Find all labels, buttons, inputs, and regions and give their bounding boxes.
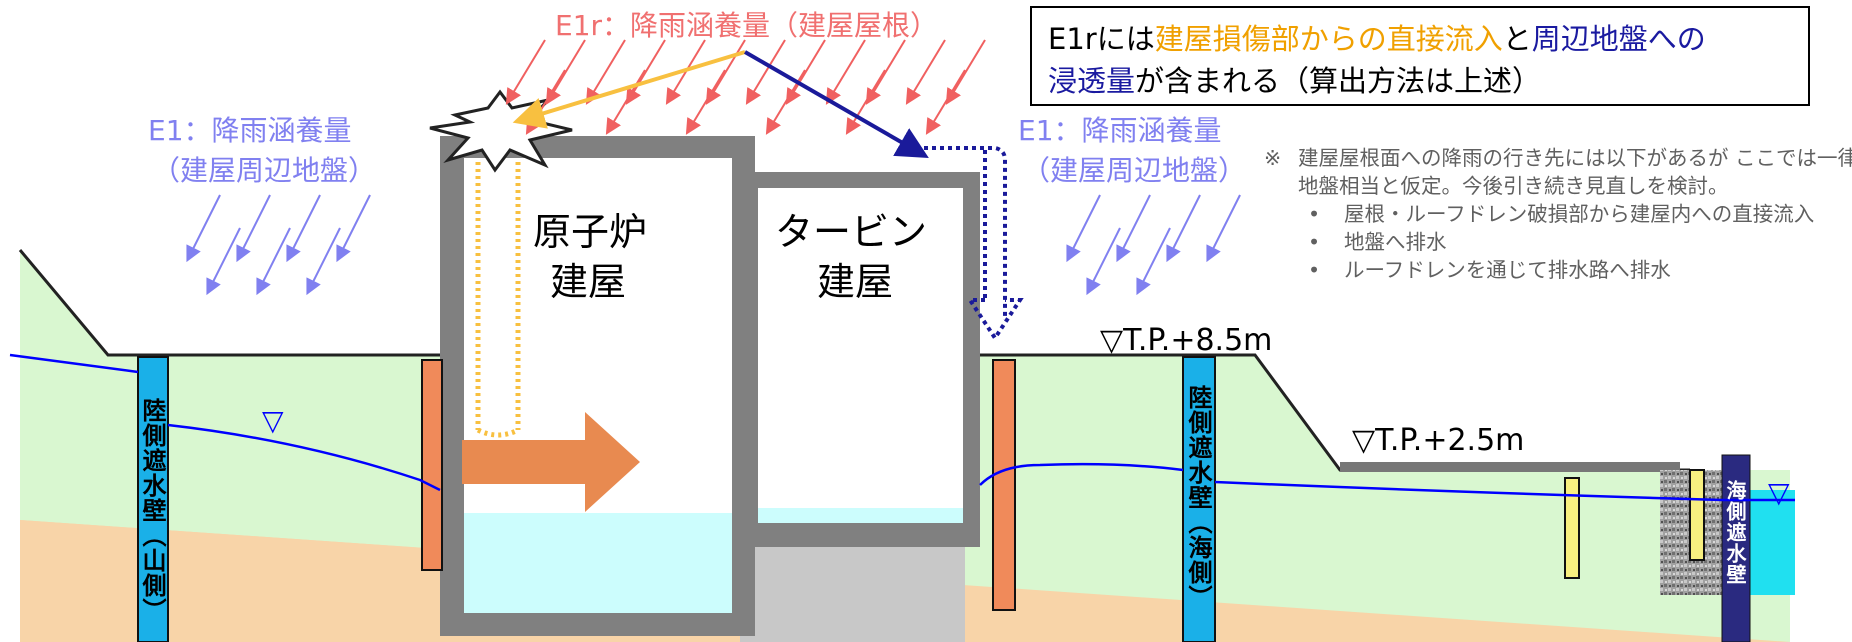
- note-part5: 浸透量: [1048, 64, 1136, 98]
- pile-right: [992, 359, 1016, 611]
- pile-small-1: [1564, 477, 1580, 579]
- seepage-dotted-lines: [475, 162, 521, 438]
- note-part1: E1rには: [1048, 22, 1155, 56]
- arrow-to-ground: [744, 50, 929, 158]
- notes-item: 屋根・ルーフドレン破損部から建屋内への直接流入: [1308, 200, 1852, 228]
- footnotes: ※ 建屋屋根面への降雨の行き先には以下があるが ここでは一律地盤相当と仮定。今後…: [1264, 144, 1852, 284]
- roof-drain-route: [900, 146, 1007, 320]
- pile-small-2: [1689, 469, 1705, 561]
- notes-intro: 建屋屋根面への降雨の行き先には以下があるが ここでは一律地盤相当と仮定。今後引き…: [1298, 146, 1852, 198]
- reactor-water: [464, 513, 732, 613]
- tp-low-label: ▽T.P.+2.5m: [1352, 423, 1524, 458]
- water-mark-left: ▽: [262, 404, 284, 437]
- turbine-label-1: タービン: [775, 210, 927, 254]
- wall-seaside: [1721, 454, 1751, 642]
- sea-water: [1750, 490, 1795, 595]
- note-part3: と: [1502, 22, 1532, 56]
- foundation-gray: [740, 545, 965, 642]
- notes-item: 地盤へ排水: [1308, 228, 1852, 256]
- e1-left-line2: （建屋周辺地盤）: [152, 154, 376, 187]
- notes-list: 屋根・ルーフドレン破損部から建屋内への直接流入 地盤へ排水 ルーフドレンを通じて…: [1298, 200, 1852, 284]
- walls-and-piles: [137, 356, 1795, 642]
- turbine-building: [740, 172, 980, 547]
- turbine-label-2: 建屋: [817, 260, 893, 304]
- pile-left: [421, 359, 443, 571]
- wall-sea-label: 陸側遮水壁（海側）: [1184, 385, 1212, 610]
- wall-sea-side: [1182, 356, 1216, 642]
- groundwater-line: [9, 353, 1795, 502]
- reactor-building: [440, 136, 755, 636]
- note-mark: ※: [1264, 146, 1282, 170]
- rain-arrows-left: [186, 194, 371, 296]
- note-box: E1rには建屋損傷部からの直接流入と周辺地盤への浸透量が含まれる（算出方法は上述…: [1030, 6, 1810, 106]
- note-part6: が含まれる（算出方法は上述）: [1135, 64, 1542, 98]
- down-arrow-icon: [966, 298, 1024, 342]
- e1-right-line2: （建屋周辺地盤）: [1022, 154, 1246, 187]
- arrow-to-damage: [512, 50, 746, 129]
- water-mark-right: ▽: [1768, 476, 1790, 509]
- e1-left-line1: E1：降雨涵養量: [148, 114, 352, 147]
- inflow-arrow: [462, 412, 640, 512]
- seaside-wall-label: 海側遮水壁: [1723, 480, 1747, 585]
- e1-right-line1: E1：降雨涵養量: [1018, 114, 1222, 147]
- tp-high-label: ▽T.P.+8.5m: [1100, 323, 1272, 358]
- note-part2: 建屋損傷部からの直接流入: [1154, 22, 1503, 56]
- wall-mountain-label: 陸側遮水壁（山側）: [138, 398, 166, 623]
- e1r-title: E1r：降雨涵養量（建屋屋根）: [555, 9, 938, 42]
- reactor-label-1: 原子炉: [533, 210, 647, 254]
- wall-mountain-side: [137, 356, 169, 642]
- note-part4: 周辺地盤への: [1531, 22, 1706, 56]
- rain-arrows-right: [1066, 194, 1241, 296]
- turbine-water: [758, 508, 963, 523]
- reactor-label-2: 建屋: [550, 260, 626, 304]
- notes-item: ルーフドレンを通じて排水路へ排水: [1308, 256, 1852, 284]
